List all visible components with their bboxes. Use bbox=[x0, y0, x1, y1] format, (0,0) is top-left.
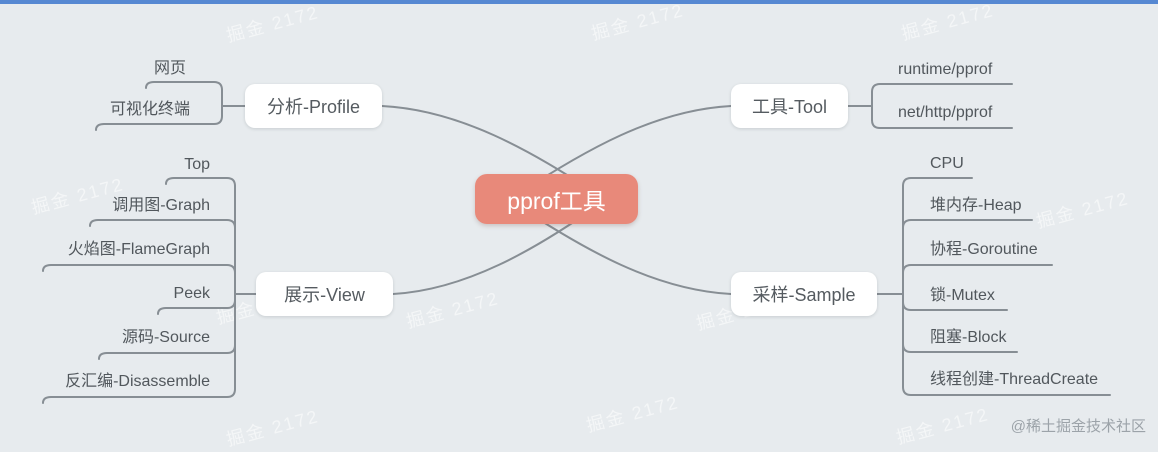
child-node-webpage: 网页 bbox=[153, 60, 186, 77]
watermark-tile: 掘金 2172 bbox=[224, 406, 322, 450]
branch-node-sample: 采样-Sample bbox=[731, 272, 877, 316]
child-node-threadcreate: 线程创建-ThreadCreate bbox=[930, 371, 1099, 388]
underline-goroutine bbox=[902, 264, 1053, 274]
child-node-top: Top bbox=[184, 156, 210, 173]
root-node-pprof: pprof工具 bbox=[475, 174, 638, 224]
underline-graph bbox=[89, 219, 236, 229]
child-node-terminal: 可视化终端 bbox=[110, 101, 191, 118]
watermark-tile: 掘金 2172 bbox=[899, 0, 997, 44]
watermark-tile: 掘金 2172 bbox=[584, 392, 682, 436]
branch-node-view: 展示-View bbox=[256, 272, 393, 316]
child-node-runtime-pprof: runtime/pprof bbox=[898, 61, 993, 78]
child-node-flamegraph: 火焰图-FlameGraph bbox=[67, 241, 210, 258]
underline-runtime-pprof bbox=[871, 83, 1013, 93]
child-node-mutex: 锁-Mutex bbox=[930, 287, 995, 304]
underline-webpage bbox=[145, 81, 223, 91]
child-node-net-http-pprof: net/http/pprof bbox=[898, 104, 993, 121]
child-node-cpu: CPU bbox=[930, 155, 964, 172]
top-accent-bar bbox=[0, 0, 1158, 4]
watermark-tile: 掘金 2172 bbox=[894, 404, 992, 448]
underline-heap bbox=[902, 219, 1033, 229]
child-node-heap: 堆内存-Heap bbox=[930, 197, 1022, 214]
child-node-source: 源码-Source bbox=[121, 329, 210, 346]
underline-top bbox=[165, 177, 236, 187]
watermark-tile: 掘金 2172 bbox=[1034, 188, 1132, 232]
underline-cpu bbox=[902, 177, 973, 187]
watermark-tile: 掘金 2172 bbox=[224, 2, 322, 46]
juejin-watermark: @稀土掘金技术社区 bbox=[1010, 418, 1146, 435]
child-node-disassemble: 反汇编-Disassemble bbox=[65, 373, 210, 390]
watermark-tile: 掘金 2172 bbox=[404, 288, 502, 332]
watermark-tile: 掘金 2172 bbox=[589, 0, 687, 44]
branch-node-tool: 工具-Tool bbox=[731, 84, 848, 128]
branch-node-profile: 分析-Profile bbox=[245, 84, 382, 128]
underline-flamegraph bbox=[42, 264, 236, 274]
child-node-goroutine: 协程-Goroutine bbox=[930, 241, 1038, 258]
child-node-block: 阻塞-Block bbox=[930, 329, 1007, 346]
child-node-peek: Peek bbox=[173, 285, 210, 302]
child-node-graph: 调用图-Graph bbox=[112, 197, 210, 214]
